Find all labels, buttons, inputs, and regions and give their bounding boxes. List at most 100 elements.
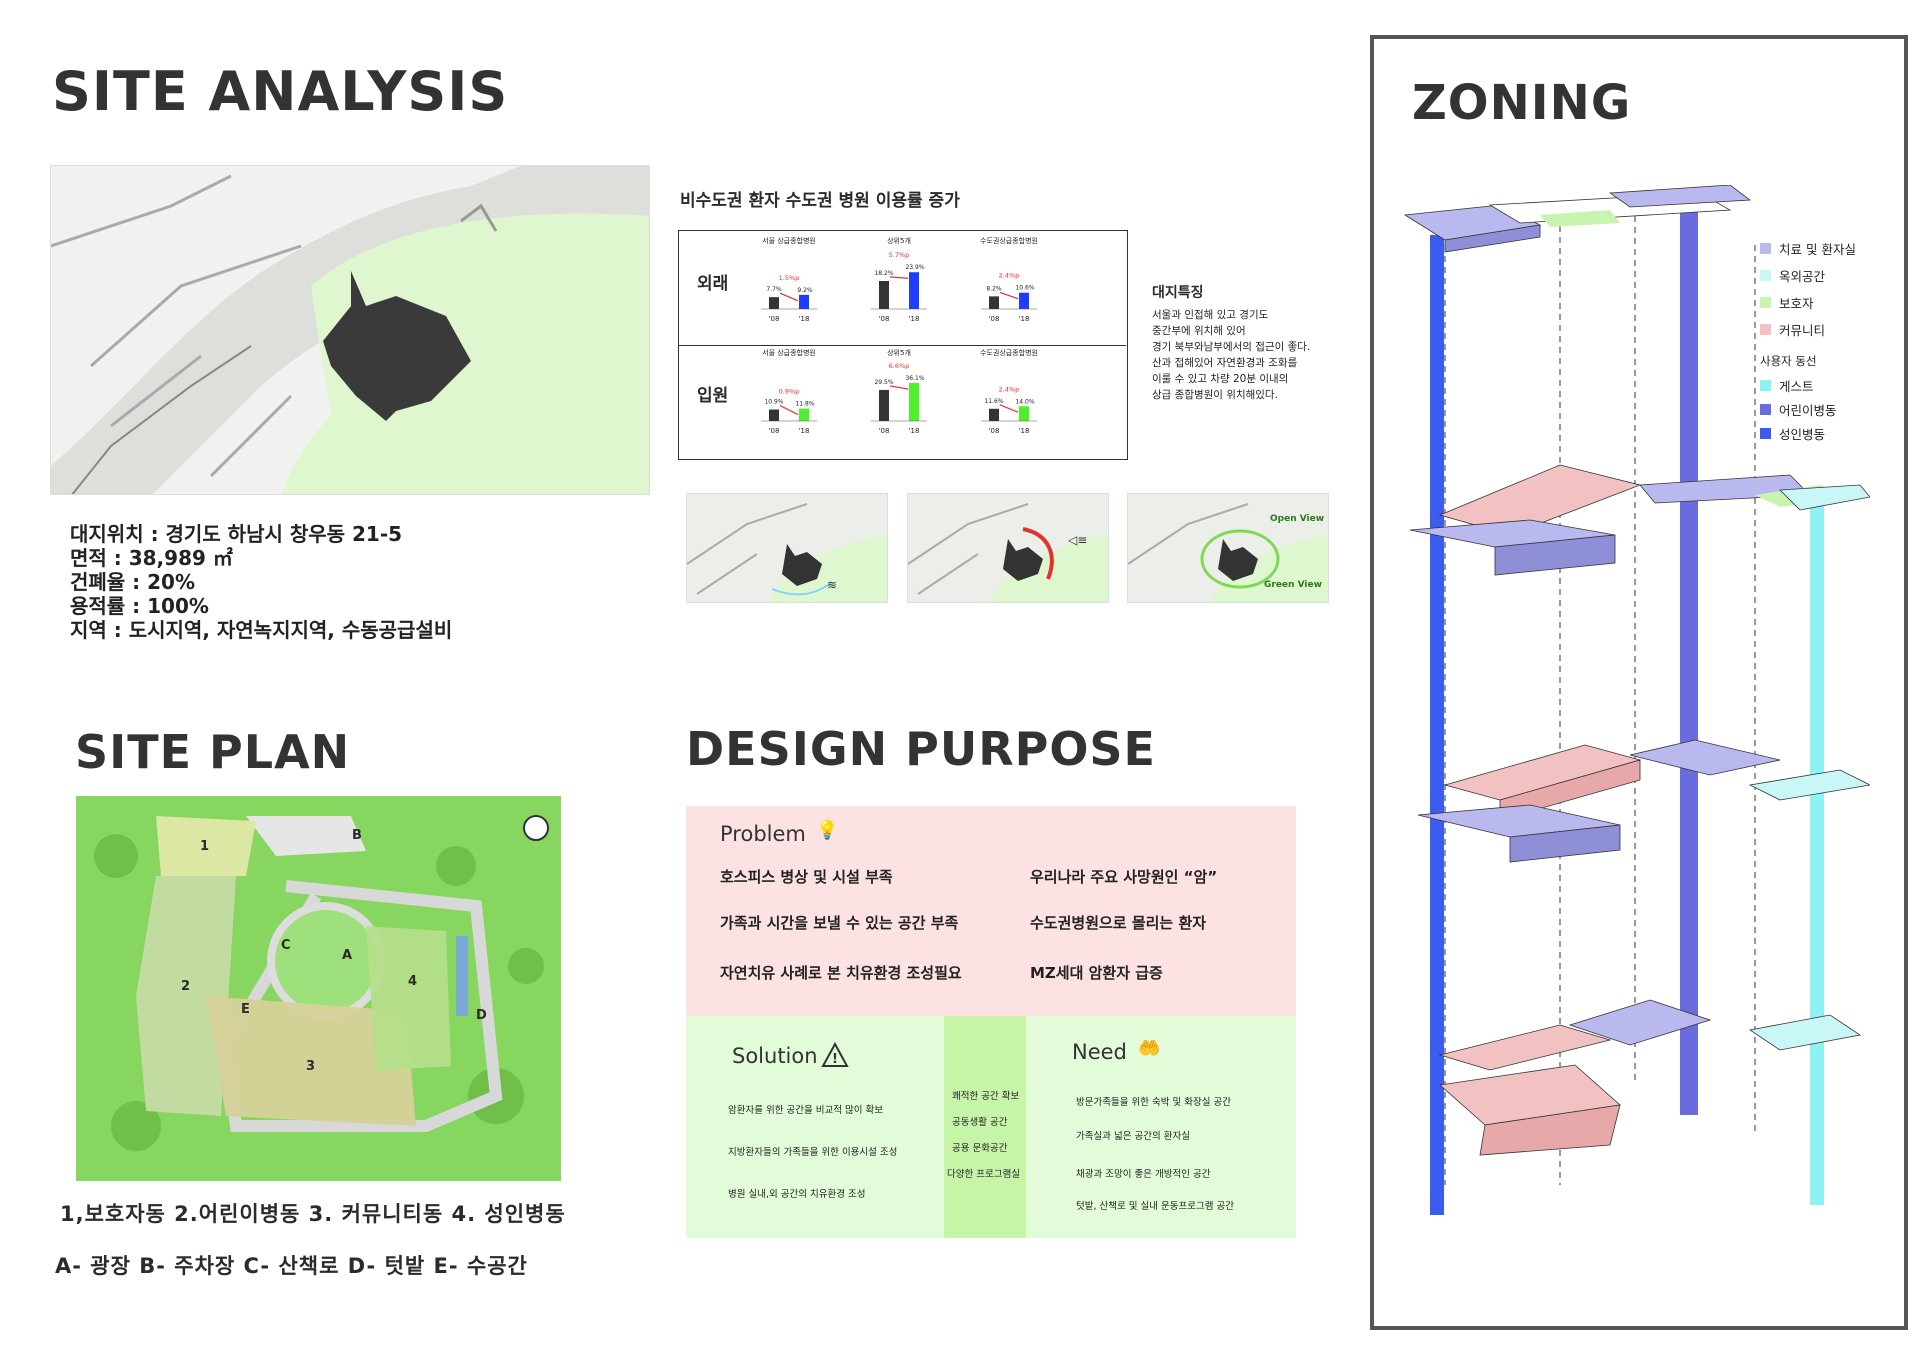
problem-panel: Problem 💡 호스피스 병상 및 시설 부족 가족과 시간을 보낼 수 있… <box>686 806 1296 1016</box>
feature-line: 이룰 수 있고 차량 20분 이내의 <box>1152 373 1289 385</box>
shared-goals-panel: 쾌적한 공간 확보 공동생활 공간 공용 문화공간 다양한 프로그램실 <box>944 1016 1026 1238</box>
design-purpose-title: DESIGN PURPOSE <box>686 722 1156 776</box>
group-title: 상위5개 <box>887 348 911 357</box>
site-area: 면적 : 38,989 ㎡ <box>70 546 233 570</box>
adult-ward-circulation <box>1430 235 1444 1215</box>
zoning-axonometric <box>1403 185 1870 1215</box>
trend-line <box>779 292 799 302</box>
delta-label: 5.7%p <box>889 251 910 259</box>
feature-line: 서울과 인접해 있고 경기도 <box>1152 309 1269 321</box>
value-2018: 14.0% <box>1015 398 1034 405</box>
legend-swatch <box>1760 427 1771 439</box>
wind-analysis-thumb: ≋ <box>686 493 888 603</box>
legend-label: 커뮤니티 <box>1779 323 1826 338</box>
legend-swatch <box>1760 403 1771 415</box>
trend-line <box>779 404 799 416</box>
legend-label: 성인병동 <box>1779 426 1826 442</box>
problem-item: MZ세대 암환자 급증 <box>1030 964 1163 982</box>
feature-line: 경기 북부와남부에서의 접근이 좋다. <box>1152 341 1311 353</box>
site-plan-title: SITE PLAN <box>75 725 351 779</box>
problem-item: 수도권병원으로 몰리는 환자 <box>1030 914 1207 932</box>
north-arrow-icon <box>523 815 549 841</box>
year-2018: '18 <box>799 427 810 435</box>
bar-2018 <box>909 383 919 421</box>
row-label-inpatient: 입원 <box>697 386 729 406</box>
plan-label-b: B <box>352 828 362 843</box>
wind-thumb-drawing: ≋ <box>687 503 887 602</box>
site-zone: 지역 : 도시지역, 자연녹지지역, 수동공급설비 <box>70 618 453 642</box>
legend-adult-ward: 성인병동 <box>1760 421 1856 445</box>
legend-treatment: 치료 및 환자실 <box>1760 235 1856 262</box>
value-2018: 10.6% <box>1015 285 1034 292</box>
value-2018: 11.8% <box>795 401 814 408</box>
value-2008: 29.5% <box>874 379 893 386</box>
plan-label-2: 2 <box>181 979 191 994</box>
need-heading: Need <box>1072 1040 1127 1064</box>
bar-2008 <box>879 389 889 421</box>
solution-heading: Solution <box>732 1044 818 1068</box>
green-view-label: Green View <box>1264 580 1322 590</box>
child-ward-circulation <box>1680 205 1698 1115</box>
site-analysis-title: SITE ANALYSIS <box>52 60 509 123</box>
solution-item: 지방환자들의 가족들을 위한 이용시설 조성 <box>728 1147 898 1158</box>
warning-icon: ! <box>821 1042 849 1067</box>
bar-2008 <box>769 409 779 421</box>
noise-icon: ◁≡ <box>1067 533 1087 547</box>
site-map-drawing <box>51 166 649 494</box>
problem-item: 가족과 시간을 보낼 수 있는 공간 부족 <box>720 914 959 932</box>
site-floor-ratio: 용적률 : 100% <box>70 594 209 618</box>
floor-ground <box>1438 999 1862 1156</box>
group-title: 서울 상급종합병원 <box>762 236 816 245</box>
legend-swatch <box>1760 379 1771 391</box>
circulation-title: 사용자 동선 <box>1760 354 1817 368</box>
delta-label: 0.9%p <box>779 388 800 396</box>
year-2018: '18 <box>1019 315 1030 323</box>
zoning-title: ZONING <box>1412 75 1632 131</box>
year-2008: '08 <box>879 427 890 435</box>
legend-outdoor: 옥외공간 <box>1760 262 1856 289</box>
group-title: 상위5개 <box>887 236 911 245</box>
value-2018: 23.9% <box>905 264 924 271</box>
delta-label: 2.4%p <box>999 272 1020 280</box>
open-view-label: Open View <box>1270 514 1325 524</box>
year-2018: '18 <box>799 315 810 323</box>
noise-analysis-thumb: ◁≡ <box>907 493 1109 603</box>
building-legend: 1,보호자동 2.어린이병동 3. 커뮤니티동 4. 성인병동 <box>60 1202 566 1226</box>
outdoor-legend: A- 광장 B- 주차장 C- 산책로 D- 텃밭 E- 수공간 <box>55 1254 528 1278</box>
site-feature-title: 대지특징 <box>1152 285 1204 301</box>
group-title: 수도권상급종합병원 <box>980 236 1038 245</box>
bar-2018 <box>1019 406 1029 421</box>
site-feature-text: 서울과 인접해 있고 경기도 중간부에 위치해 있어 경기 북부와남부에서의 접… <box>1152 307 1382 403</box>
value-2008: 7.7% <box>766 286 782 293</box>
site-info: 대지위치 : 경기도 하남시 창우동 21-5 면적 : 38,989 ㎡ 건폐… <box>70 522 452 642</box>
hand-icon: 🤲 <box>1138 1038 1161 1059</box>
legend-guardian: 보호자 <box>1760 289 1856 316</box>
floor-upper <box>1409 464 1870 576</box>
feature-line: 상급 종합병원이 위치해있다. <box>1152 389 1278 401</box>
solution-item: 병원 실내,외 공간의 치유환경 조성 <box>728 1189 866 1200</box>
plan-label-a: A <box>342 948 353 963</box>
delta-label: 2.4%p <box>999 385 1020 393</box>
legend-child-ward: 어린이병동 <box>1760 397 1856 421</box>
group-title: 서울 상급종합병원 <box>762 348 816 357</box>
value-2018: 9.2% <box>797 287 813 294</box>
floor-middle <box>1417 739 1870 863</box>
wind-icon: ≋ <box>827 578 837 592</box>
trend-line <box>999 404 1019 413</box>
plan-label-e: E <box>241 1002 250 1017</box>
need-item: 텃밭, 산책로 및 실내 운동프로그램 공간 <box>1076 1201 1234 1212</box>
group-title: 수도권상급종합병원 <box>980 348 1038 357</box>
need-item: 가족실과 넓은 공간의 환자실 <box>1076 1131 1190 1142</box>
year-2008: '08 <box>989 427 1000 435</box>
building-footprint <box>323 271 471 421</box>
plan-label-4: 4 <box>408 974 418 989</box>
value-2008: 10.9% <box>764 399 783 406</box>
bar-2018 <box>1019 292 1029 309</box>
legend-swatch <box>1760 297 1771 308</box>
problem-item: 우리나라 주요 사망원인 “암” <box>1030 868 1218 886</box>
legend-swatch <box>1760 270 1771 281</box>
value-2008: 18.2% <box>874 270 893 277</box>
trend-line <box>889 276 909 279</box>
bar-2008 <box>989 296 999 309</box>
